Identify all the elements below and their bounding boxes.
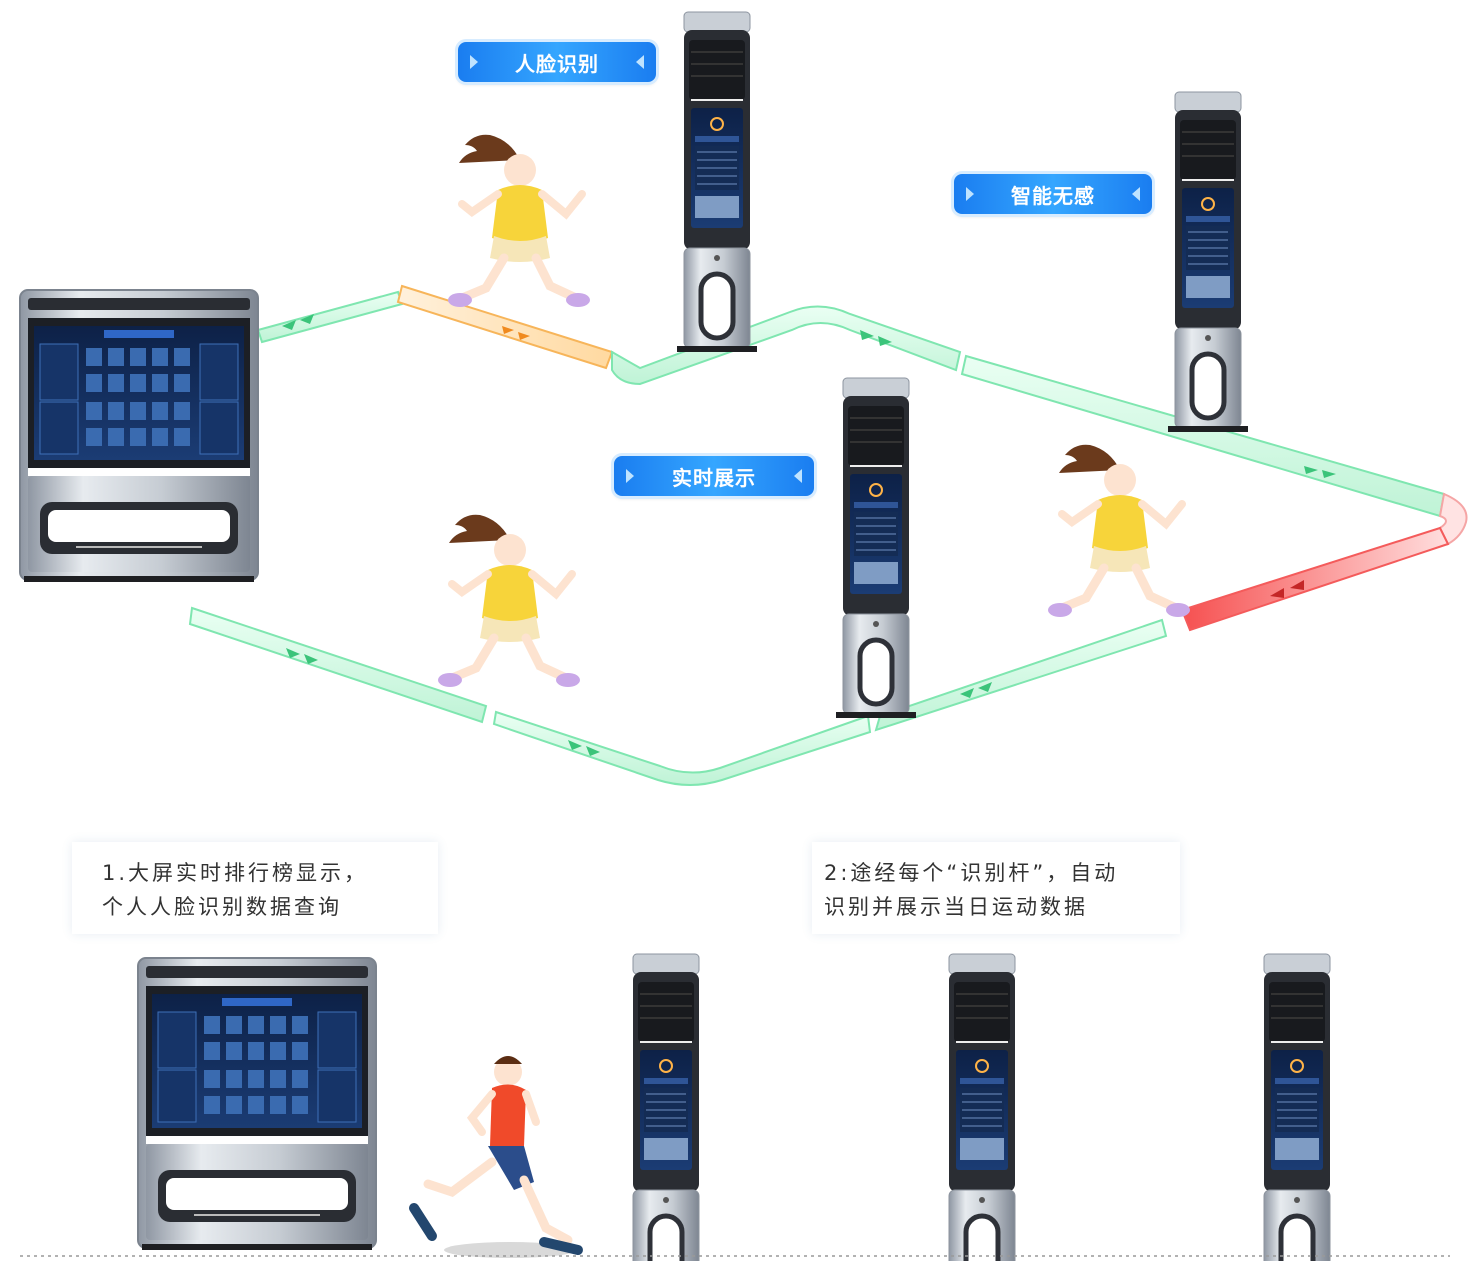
leaderboard-caption-line2: 个人人脸识别数据查询 [102,895,342,919]
chevron-left-icon [636,55,644,69]
recognition-pole-bottom-1 [626,954,706,1261]
pole-caption: 2:途经每个“识别杆”，自动 识别并展示当日运动数据 [812,842,1180,934]
chevron-right-icon [626,469,634,483]
chevron-left-icon [794,469,802,483]
track-segment-red [1180,526,1450,632]
recognition-pole-2 [1168,92,1248,432]
track-segment-curve [1438,492,1468,546]
track-segment-left-lower [188,606,488,724]
recognition-pole-3 [836,378,916,718]
pole-caption-line2: 识别并展示当日运动数据 [824,895,1088,919]
runner-middle [438,515,580,687]
chevron-left-icon [1132,187,1140,201]
smart-seamless-badge: 智能无感 [954,174,1152,214]
pole-caption-line1: 2:途经每个“识别杆”，自动 [824,861,1119,885]
chevron-right-icon [470,55,478,69]
realtime-display-label: 实时展示 [672,465,756,490]
recognition-pole-bottom-3 [1257,954,1337,1261]
track-segment-lower [492,710,872,786]
runner-right [1048,445,1190,617]
runner-bottom [409,1056,583,1258]
leaderboard-screen-bottom [137,957,377,1251]
track-segment-right-lower [874,618,1168,732]
recognition-pole-1 [677,12,757,352]
realtime-display-badge: 实时展示 [614,456,814,496]
leaderboard-caption-line1: 1.大屏实时排行榜显示， [102,861,369,885]
runner-upper [448,135,590,307]
smart-seamless-label: 智能无感 [1011,183,1095,208]
face-recognition-badge: 人脸识别 [458,42,656,82]
track-paths [188,284,1468,786]
recognition-pole-bottom-2 [942,954,1022,1261]
track-segment-upper [611,305,962,386]
track-segment-start [256,290,404,344]
face-recognition-label: 人脸识别 [515,51,599,76]
chevron-right-icon [966,187,974,201]
leaderboard-screen [19,289,259,583]
leaderboard-caption: 1.大屏实时排行榜显示， 个人人脸识别数据查询 [72,842,438,934]
